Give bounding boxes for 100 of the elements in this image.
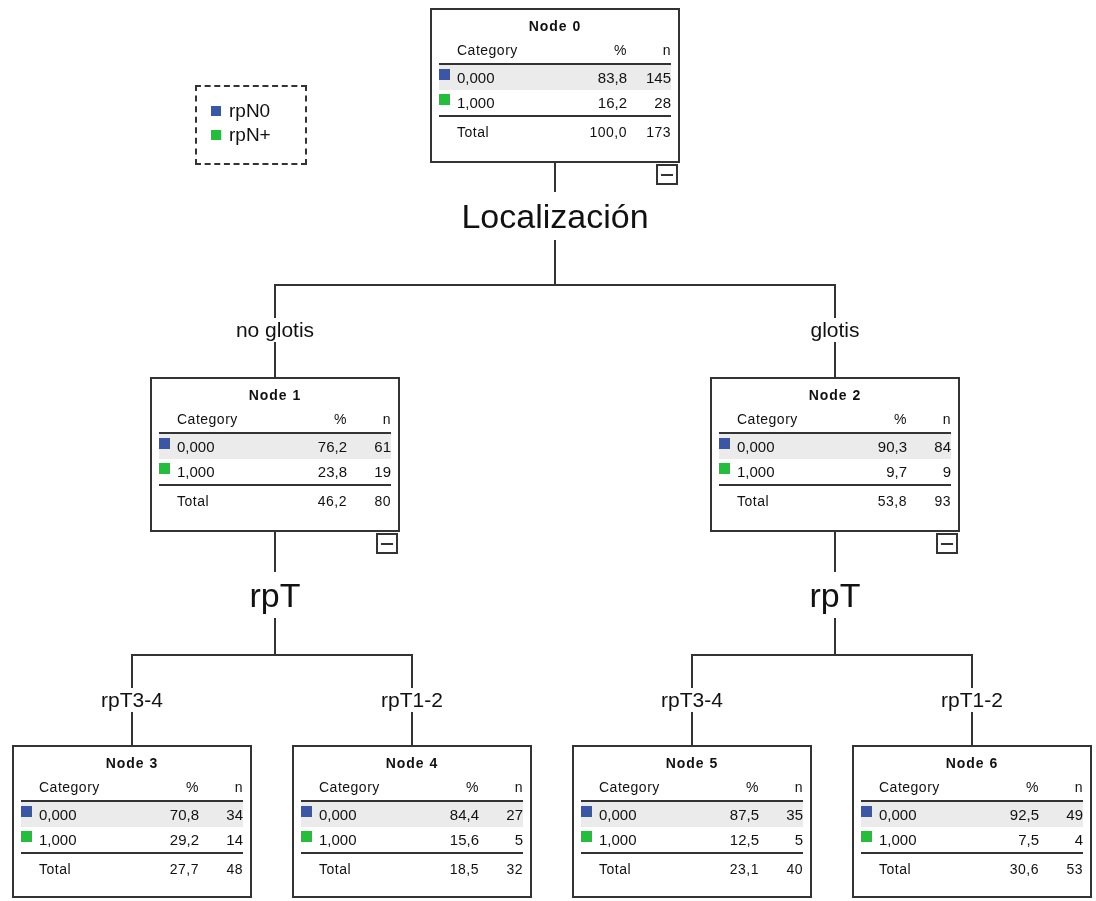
column-header: % [1025,778,1039,797]
table-value: 48 [225,860,243,879]
node-title: Node 5 [664,754,720,773]
category-value: 1,000 [457,93,495,113]
total-label: Total [176,492,211,511]
total-label: Total [38,860,73,879]
table-value: 76,2 [316,437,347,457]
column-header: n [381,410,391,429]
column-header: n [233,778,243,797]
table-value: 35 [785,805,803,825]
table-value: 27 [505,805,523,825]
category-value: 0,000 [457,68,495,88]
node-title: Node 3 [104,754,160,773]
category-value: 1,000 [177,462,215,482]
table-value: 145 [644,68,671,88]
table-value: 173 [645,123,671,142]
table-value: 30,6 [1008,860,1039,879]
node-title: Node 1 [247,386,303,405]
category-value: 1,000 [599,830,637,850]
table-value: 49 [1065,805,1083,825]
table-value: 53 [1065,860,1083,879]
table-value: 12,5 [728,830,759,850]
table-value: 28 [653,93,671,113]
category-value: 1,000 [319,830,357,850]
table-value: 84 [933,437,951,457]
category-value: 1,000 [737,462,775,482]
total-label: Total [456,123,491,142]
tree-branch-line [554,162,556,193]
table-value: 23,8 [316,462,347,482]
table-value: 14 [225,830,243,850]
tree-node-box [710,377,960,532]
table-value: 40 [785,860,803,879]
tree-node-box [852,745,1092,898]
node-title: Node 6 [944,754,1000,773]
column-header: n [661,41,671,60]
node-title: Node 4 [384,754,440,773]
category-value: 0,000 [879,805,917,825]
column-header: % [465,778,479,797]
column-header: Category [38,778,101,797]
column-header: % [893,410,907,429]
table-value: 84,4 [448,805,479,825]
table-value: 29,2 [168,830,199,850]
column-header: n [941,410,951,429]
table-value: 16,2 [596,93,627,113]
category-value: 0,000 [737,437,775,457]
tree-branch-line [274,617,413,746]
column-header: n [793,778,803,797]
node-title: Node 2 [807,386,863,405]
table-value: 9 [941,462,951,482]
tree-branch-line [274,531,276,573]
table-value: 9,7 [885,462,907,482]
tree-node-box [292,745,532,898]
table-value: 34 [225,805,243,825]
table-value: 90,3 [876,437,907,457]
category-value: 0,000 [177,437,215,457]
column-header: Category [318,778,381,797]
total-label: Total [318,860,353,879]
tree-branch-line [834,531,836,573]
column-header: Category [736,410,799,429]
category-value: 1,000 [39,830,77,850]
tree-node-box [12,745,252,898]
table-value: 5 [793,830,803,850]
table-value: 5 [513,830,523,850]
category-value: 1,000 [879,830,917,850]
table-value: 61 [373,437,391,457]
table-value: 80 [373,492,391,511]
table-value: 32 [505,860,523,879]
table-value: 92,5 [1008,805,1039,825]
category-value: 0,000 [39,805,77,825]
table-value: 46,2 [316,492,347,511]
table-value: 93 [933,492,951,511]
legend-label: rpN+ [229,124,271,146]
tree-branch-line [834,617,973,746]
legend-label: rpN0 [229,100,271,122]
table-value: 53,8 [876,492,907,511]
column-header: % [745,778,759,797]
table-value: 83,8 [596,68,627,88]
table-value: 19 [373,462,391,482]
column-header: % [613,41,627,60]
column-header: Category [598,778,661,797]
table-value: 70,8 [168,805,199,825]
table-value: 4 [1073,830,1083,850]
table-value: 100,0 [588,123,627,142]
column-header: % [333,410,347,429]
column-header: Category [456,41,519,60]
tree-node-box [150,377,400,532]
column-header: n [513,778,523,797]
column-header: % [185,778,199,797]
total-label: Total [598,860,633,879]
node-title: Node 0 [527,17,583,36]
category-value: 0,000 [599,805,637,825]
table-value: 7,5 [1017,830,1039,850]
column-header: n [1073,778,1083,797]
tree-node-box [430,8,680,163]
total-label: Total [878,860,913,879]
column-header: Category [176,410,239,429]
column-header: Category [878,778,941,797]
table-value: 15,6 [448,830,479,850]
category-value: 0,000 [319,805,357,825]
total-label: Total [736,492,771,511]
